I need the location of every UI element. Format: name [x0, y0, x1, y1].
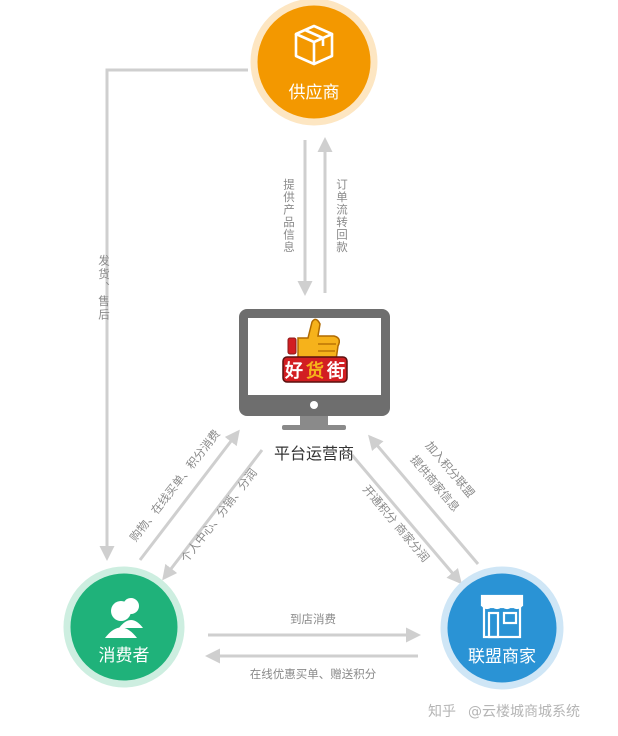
store-icon [480, 594, 524, 639]
edge-label-supplier-to-consumer: 发货、售后 [97, 253, 111, 321]
logo-banner [282, 356, 348, 383]
supplier-label: 供应商 [289, 83, 340, 103]
supplier-node: 供应商 [250, 0, 378, 126]
arrow-merchant-to-platform [368, 434, 480, 565]
edge-label-supplier-to-platform: 提供产品信息 [282, 178, 296, 254]
box-icon [294, 24, 334, 66]
arrow-consumer-to-platform [138, 429, 240, 561]
logo-char-1: 好 [284, 360, 303, 382]
arrow-supplier-to-consumer [99, 68, 248, 561]
platform-node: 好 货 街 平台运营商 [239, 309, 390, 463]
edge-label-consumer-to-merchant: 到店消费 [290, 612, 336, 626]
haohuojie-logo: 好 货 街 [282, 318, 348, 383]
consumer-node: 消费者 [63, 566, 185, 688]
thumbs-up-icon [287, 318, 341, 361]
logo-char-2: 货 [306, 360, 324, 382]
watermark-author: @云楼城商城系统 [468, 704, 580, 720]
edge-label-merchant-to-consumer: 在线优惠买单、赠送积分 [250, 667, 377, 681]
merchant-node: 联盟商家 [440, 566, 564, 690]
monitor-base [282, 425, 346, 430]
watermark: 知乎 @云楼城商城系统 [428, 703, 580, 720]
edge-label-platform-to-merchant: 开通积分 商家分润 [360, 482, 432, 564]
monitor-button [310, 401, 318, 409]
consumer-label: 消费者 [99, 646, 150, 666]
users-icon [105, 598, 143, 638]
arrow-platform-to-consumer [162, 449, 264, 581]
arrow-platform-to-merchant [350, 454, 462, 585]
logo-char-3: 街 [326, 360, 345, 382]
edge-label-platform-to-supplier: 订单流转回款 [335, 179, 349, 254]
edge-label-platform-to-consumer: 个人中心、分销、分润 [178, 466, 260, 565]
watermark-site: 知乎 [428, 703, 456, 720]
platform-label: 平台运营商 [274, 444, 354, 463]
merchant-circle [440, 566, 564, 690]
merchant-label: 联盟商家 [468, 647, 536, 667]
monitor-stand [300, 416, 328, 426]
